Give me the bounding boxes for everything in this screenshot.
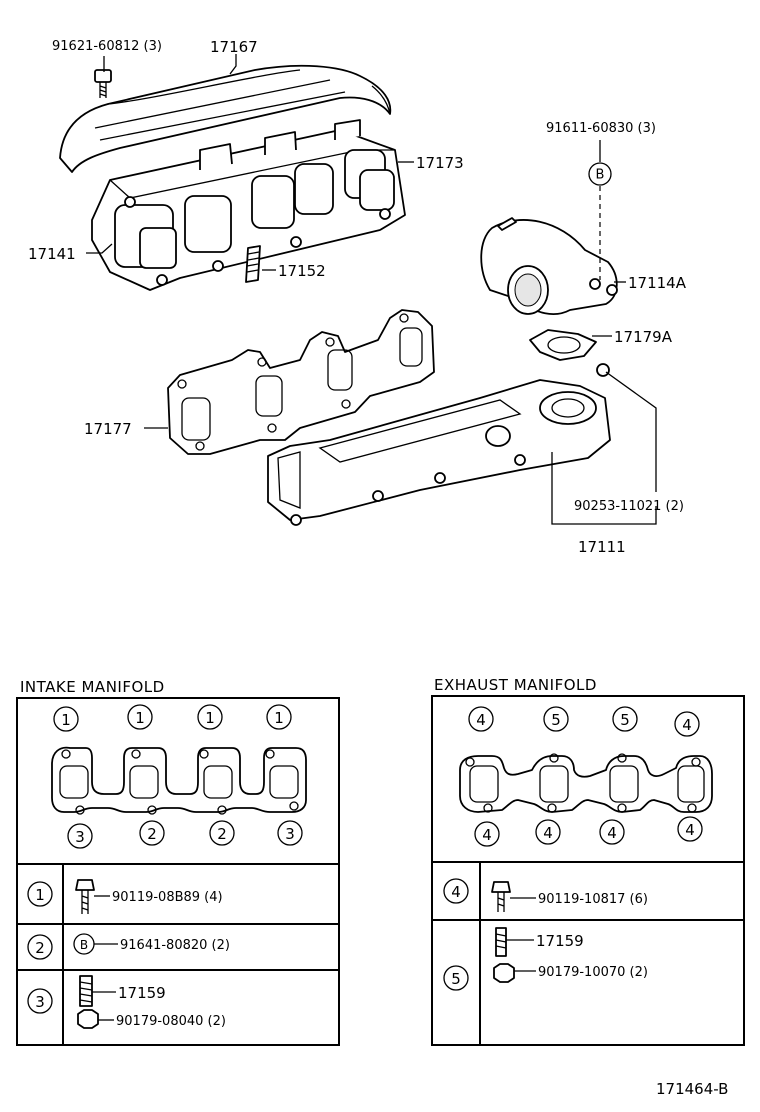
exhaust-top-marker-3: 5: [620, 711, 630, 729]
exhaust-row-4: 4 90119-10817 (6): [443, 878, 648, 912]
label-manifold-gasket: 17177: [84, 420, 132, 438]
bolt-top-left-drawing: [94, 69, 112, 98]
intake-bottom-marker-1: 3: [75, 828, 85, 846]
exhaust-bottom-marker-3: 4: [607, 824, 617, 842]
exhaust-gasket-outline: [459, 755, 713, 813]
exhaust-manifold-drawing: [267, 379, 611, 526]
intake-table-title: INTAKE MANIFOLD: [20, 678, 165, 696]
stud-17152-drawing: [245, 245, 261, 283]
exhaust-table: [431, 695, 745, 1046]
exhaust-row-5-marker: 5: [451, 970, 461, 988]
exhaust-row-4-marker: 4: [451, 883, 461, 901]
intake-top-marker-1: 1: [61, 711, 71, 729]
intake-row-2-part: 91641-80820 (2): [120, 938, 230, 953]
intake-manifold-drawing: [91, 119, 406, 291]
label-turbo-elbow: 17114A: [628, 274, 687, 292]
label-bolt-top-left: 91621-60812 (3): [52, 39, 162, 54]
manifold-gasket-drawing: [167, 309, 435, 455]
intake-row-3-part-1: 17159: [118, 984, 166, 1002]
turbo-elbow-drawing: [480, 217, 618, 315]
exhaust-row-5-part-1: 17159: [536, 932, 584, 950]
exhaust-table-title: EXHAUST MANIFOLD: [434, 676, 597, 694]
intake-row-2-prefix: B: [80, 938, 88, 952]
callout-b-letter: B: [596, 168, 605, 183]
exhaust-top-marker-1: 4: [476, 711, 486, 729]
intake-top-marker-4: 1: [274, 709, 284, 727]
elbow-gasket-drawing: [529, 329, 597, 361]
intake-top-markers: 1 1 1 1: [53, 704, 292, 732]
callout-b-circle: [588, 162, 612, 186]
label-bolt-right: 91611-60830 (3): [546, 121, 656, 136]
intake-row-1: 1 90119-08B89 (4): [27, 879, 223, 914]
exhaust-row-4-part: 90119-10817 (6): [538, 892, 648, 907]
intake-bottom-marker-4: 3: [285, 825, 295, 843]
intake-row-3-part-2: 90179-08040 (2): [116, 1014, 226, 1029]
intake-bottom-marker-3: 2: [217, 825, 227, 843]
exhaust-bottom-marker-1: 4: [482, 826, 492, 844]
intake-row-2-marker: 2: [35, 939, 45, 957]
intake-row-1-marker: 1: [35, 886, 45, 904]
intake-top-marker-2: 1: [135, 709, 145, 727]
intake-bottom-marker-2: 2: [147, 825, 157, 843]
label-intake-manifold: 17141: [28, 245, 76, 263]
nut-drawing: [596, 363, 610, 377]
intake-row-3: 3 17159 90179-08040 (2): [27, 975, 226, 1029]
exhaust-row-5-part-2: 90179-10070 (2): [538, 965, 648, 980]
intake-row-1-part: 90119-08B89 (4): [112, 890, 223, 905]
label-heat-insulator: 17167: [210, 38, 258, 56]
exhaust-bottom-marker-2: 4: [543, 824, 553, 842]
exhaust-top-marker-2: 5: [551, 711, 561, 729]
intake-top-marker-3: 1: [205, 709, 215, 727]
leader-lines: [86, 54, 657, 525]
exhaust-row-5: 5 17159 90179-10070 (2): [443, 927, 648, 991]
label-stud-bracket: 17173: [416, 154, 464, 172]
label-nut: 90253-11021 (2): [574, 499, 684, 514]
exhaust-bottom-markers: 4 4 4 4: [474, 816, 703, 847]
intake-bottom-markers: 3 2 2 3: [67, 820, 303, 849]
intake-row-2: 2 B 91641-80820 (2): [27, 933, 230, 960]
footer-code: 171464-B: [656, 1080, 728, 1098]
exhaust-bottom-marker-4: 4: [685, 821, 695, 839]
label-elbow-gasket: 17179A: [614, 328, 673, 346]
intake-row-3-marker: 3: [35, 993, 45, 1011]
exhaust-top-marker-4: 4: [682, 716, 692, 734]
label-exhaust-manifold: 17111: [578, 538, 626, 556]
label-stud: 17152: [278, 262, 326, 280]
intake-gasket-outline: [51, 746, 307, 813]
exhaust-top-markers: 4 5 5 4: [468, 706, 700, 737]
heat-insulator-drawing: [59, 64, 392, 173]
intake-table: [16, 697, 340, 1046]
